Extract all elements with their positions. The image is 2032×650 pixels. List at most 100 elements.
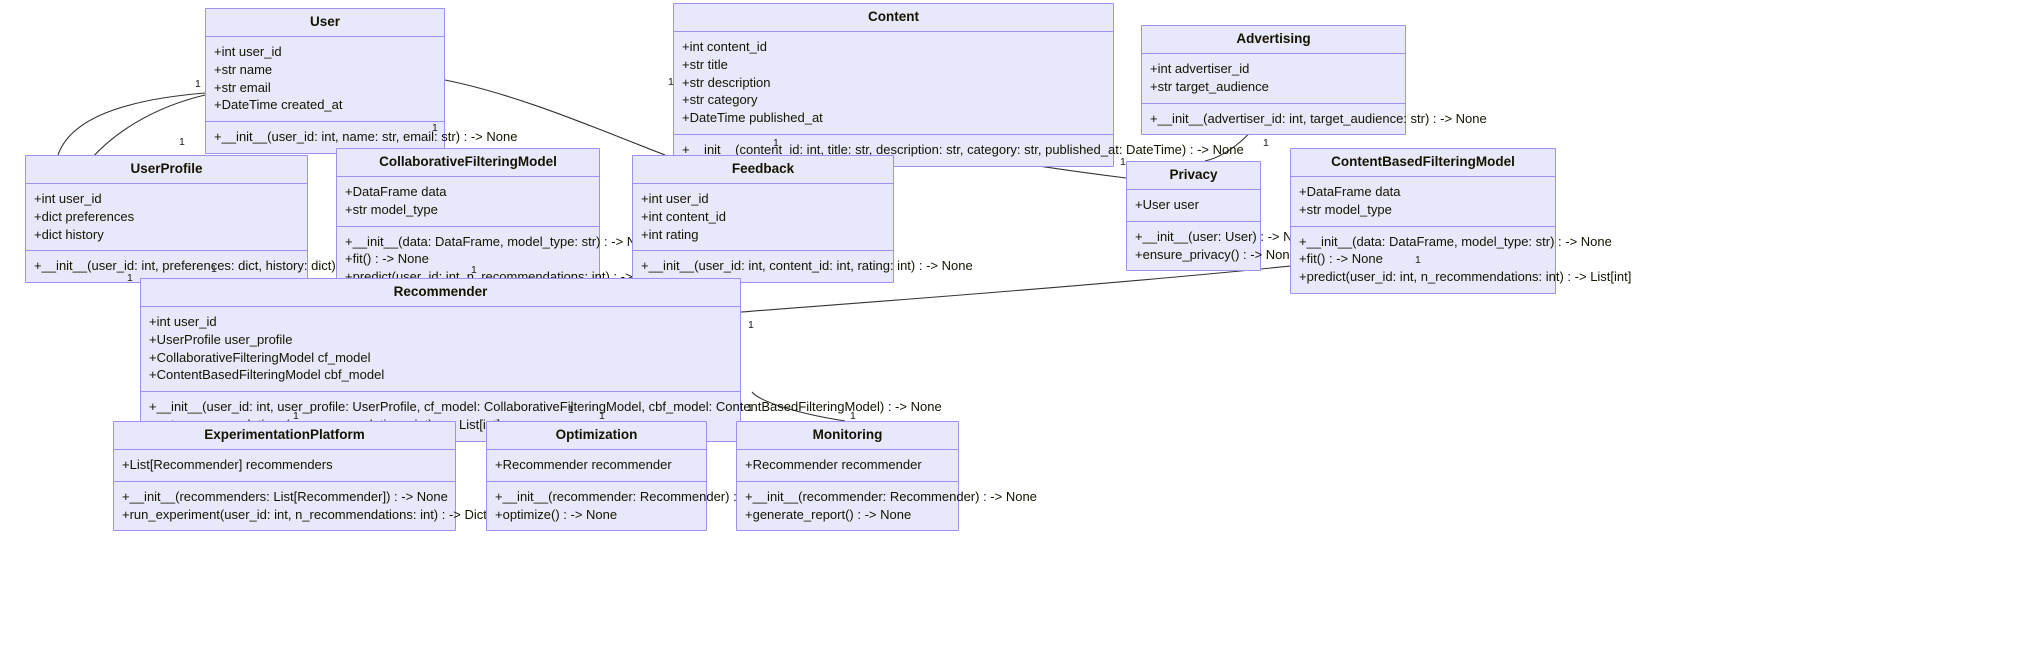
attribute-row: +Recommender recommender	[745, 456, 922, 472]
attribute-row: +str target_audience	[1150, 78, 1269, 94]
method-row: +__init__(recommender: Recommender) : ->…	[495, 488, 787, 504]
multiplicity-label: 1	[568, 404, 574, 416]
attribute-row: +int content_id	[682, 38, 767, 54]
multiplicity-label: 1	[1263, 137, 1269, 149]
method-row: +run_experiment(user_id: int, n_recommen…	[122, 506, 557, 522]
class-title-collaborativefilteringmodel: CollaborativeFilteringModel	[337, 149, 599, 177]
class-box-contentbasedfilteringmodel[interactable]: ContentBasedFilteringModel +DataFrame da…	[1290, 148, 1632, 295]
class-title-feedback: Feedback	[633, 156, 893, 184]
attribute-row: +dict preferences	[34, 208, 135, 224]
class-box-advertising[interactable]: Advertising +int advertiser_id +str targ…	[1141, 25, 1487, 136]
multiplicity-label: 1	[599, 410, 605, 422]
class-title-recommender: Recommender	[141, 279, 740, 307]
attribute-row: +str description	[682, 74, 771, 90]
attribute-row: +str title	[682, 56, 728, 72]
method-row: +ensure_privacy() : -> None	[1135, 246, 1297, 262]
multiplicity-label: 1	[748, 319, 754, 331]
multiplicity-label: 1	[668, 76, 674, 88]
class-title-user: User	[206, 9, 444, 37]
multiplicity-label: 1	[432, 122, 438, 134]
attribute-row: +UserProfile user_profile	[149, 331, 293, 347]
class-attributes-advertising: +int advertiser_id +str target_audience	[1142, 54, 1405, 104]
multiplicity-label: 1	[747, 402, 753, 414]
class-methods-monitoring: +__init__(recommender: Recommender) : ->…	[737, 482, 1037, 531]
class-box-monitoring[interactable]: Monitoring +Recommender recommender +__i…	[736, 421, 1037, 532]
attribute-row: +Recommender recommender	[495, 456, 672, 472]
class-box-content[interactable]: Content +int content_id +str title +str …	[673, 3, 1244, 167]
method-row: +fit() : -> None	[345, 251, 429, 267]
multiplicity-label: 1	[471, 264, 477, 276]
method-row: +__init__(data: DataFrame, model_type: s…	[1299, 233, 1612, 249]
class-box-userprofile[interactable]: UserProfile +int user_id +dict preferenc…	[25, 155, 394, 284]
method-row: +__init__(user_id: int, preferences: dic…	[34, 258, 394, 274]
attribute-row: +ContentBasedFilteringModel cbf_model	[149, 367, 385, 383]
attribute-row: +int user_id	[641, 190, 709, 206]
attribute-row: +int user_id	[149, 313, 217, 329]
class-attributes-content: +int content_id +str title +str descript…	[674, 32, 1113, 136]
multiplicity-label: 1	[195, 78, 201, 90]
class-title-content: Content	[674, 4, 1113, 32]
multiplicity-label: 1	[179, 136, 185, 148]
class-box-privacy[interactable]: Privacy +User user +__init__(user: User)…	[1126, 161, 1315, 272]
class-title-advertising: Advertising	[1142, 26, 1405, 54]
multiplicity-label: 1	[773, 137, 779, 149]
class-title-monitoring: Monitoring	[737, 422, 958, 450]
attribute-row: +DataFrame data	[1299, 183, 1401, 199]
method-row: +generate_report() : -> None	[745, 506, 912, 522]
attribute-row: +dict history	[34, 226, 104, 242]
multiplicity-label: 1	[850, 410, 856, 422]
attribute-row: +User user	[1135, 196, 1199, 212]
class-box-user[interactable]: User +int user_id +str name +str email +…	[205, 8, 517, 155]
attribute-row: +int user_id	[214, 43, 282, 59]
method-row: +__init__(advertiser_id: int, target_aud…	[1150, 110, 1487, 126]
class-box-optimization[interactable]: Optimization +Recommender recommender +_…	[486, 421, 787, 532]
class-box-experimentationplatform[interactable]: ExperimentationPlatform +List[Recommende…	[113, 421, 557, 532]
class-attributes-collaborativefilteringmodel: +DataFrame data +str model_type	[337, 177, 599, 227]
attribute-row: +str email	[214, 79, 271, 95]
class-title-experimentationplatform: ExperimentationPlatform	[114, 422, 455, 450]
attribute-row: +int advertiser_id	[1150, 60, 1250, 76]
attribute-row: +str model_type	[345, 201, 438, 217]
attribute-row: +int rating	[641, 226, 699, 242]
class-box-recommender[interactable]: Recommender +int user_id +UserProfile us…	[140, 278, 942, 442]
class-attributes-experimentationplatform: +List[Recommender] recommenders	[114, 450, 455, 482]
class-title-privacy: Privacy	[1127, 162, 1260, 190]
class-box-feedback[interactable]: Feedback +int user_id +int content_id +i…	[632, 155, 973, 284]
multiplicity-label: 1	[1120, 156, 1126, 168]
class-methods-advertising: +__init__(advertiser_id: int, target_aud…	[1142, 104, 1487, 135]
class-title-contentbasedfilteringmodel: ContentBasedFilteringModel	[1291, 149, 1555, 177]
method-row: +optimize() : -> None	[495, 506, 618, 522]
attribute-row: +str model_type	[1299, 201, 1392, 217]
class-methods-contentbasedfilteringmodel: +__init__(data: DataFrame, model_type: s…	[1291, 227, 1632, 294]
method-row: +fit() : -> None	[1299, 251, 1383, 267]
class-box-collaborativefilteringmodel[interactable]: CollaborativeFilteringModel +DataFrame d…	[336, 148, 677, 295]
method-row: +__init__(user_id: int, content_id: int,…	[641, 258, 973, 274]
class-attributes-userprofile: +int user_id +dict preferences +dict his…	[26, 184, 307, 252]
class-methods-experimentationplatform: +__init__(recommenders: List[Recommender…	[114, 482, 557, 531]
class-attributes-recommender: +int user_id +UserProfile user_profile +…	[141, 307, 740, 393]
attribute-row: +int content_id	[641, 208, 726, 224]
class-attributes-privacy: +User user	[1127, 190, 1260, 222]
class-title-userprofile: UserProfile	[26, 156, 307, 184]
method-row: +__init__(recommender: Recommender) : ->…	[745, 488, 1037, 504]
method-row: +__init__(data: DataFrame, model_type: s…	[345, 233, 658, 249]
class-attributes-user: +int user_id +str name +str email +DateT…	[206, 37, 444, 123]
class-attributes-monitoring: +Recommender recommender	[737, 450, 958, 482]
class-attributes-contentbasedfilteringmodel: +DataFrame data +str model_type	[1291, 177, 1555, 227]
attribute-row: +int user_id	[34, 190, 102, 206]
class-methods-user: +__init__(user_id: int, name: str, email…	[206, 122, 517, 153]
method-row: +predict(user_id: int, n_recommendations…	[1299, 269, 1632, 285]
class-title-optimization: Optimization	[487, 422, 706, 450]
method-row: +__init__(user: User) : -> None	[1135, 228, 1315, 244]
attribute-row: +DataFrame data	[345, 183, 447, 199]
attribute-row: +List[Recommender] recommenders	[122, 456, 333, 472]
multiplicity-label: 1	[293, 410, 299, 422]
class-methods-privacy: +__init__(user: User) : -> None +ensure_…	[1127, 222, 1315, 271]
multiplicity-label: 1	[127, 272, 133, 284]
attribute-row: +str name	[214, 61, 273, 77]
method-row: +__init__(recommenders: List[Recommender…	[122, 488, 448, 504]
attribute-row: +str category	[682, 92, 758, 108]
multiplicity-label: 1	[211, 263, 217, 275]
attribute-row: +DateTime published_at	[682, 110, 823, 126]
